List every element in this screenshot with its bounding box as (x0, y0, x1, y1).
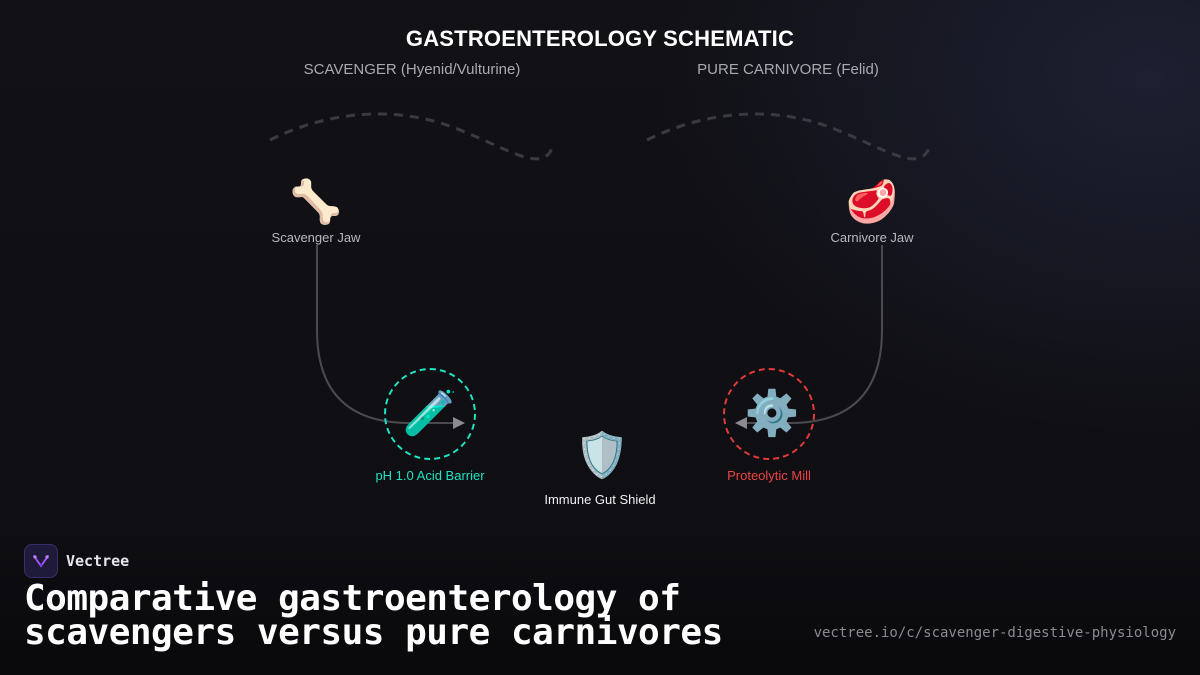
meat-icon: 🥩 (845, 177, 899, 226)
proteolytic-mill-label: Proteolytic Mill (727, 468, 811, 483)
left-wavy-dashed-path (269, 112, 555, 161)
bone-icon: 🦴 (289, 177, 343, 226)
test-tube-icon: 🧪 (402, 388, 458, 439)
bottom-shade (0, 525, 1200, 675)
immune-shield-label: Immune Gut Shield (544, 492, 656, 507)
acid-barrier-ring (384, 368, 476, 460)
proteolytic-mill-ring (723, 368, 815, 460)
diagram-title: GASTROENTEROLOGY SCHEMATIC (405, 26, 795, 51)
carnivore-column-label: PURE CARNIVORE (Felid) (697, 61, 879, 78)
scavenger-jaw-label: Scavenger Jaw (271, 230, 361, 245)
right-wavy-dashed-path (646, 112, 932, 161)
scavenger-column-label: SCAVENGER (Hyenid/Vulturine) (303, 61, 521, 78)
acid-barrier-label: pH 1.0 Acid Barrier (375, 468, 485, 483)
headline-line-1: Comparative gastroenterology of (24, 578, 681, 619)
gear-icon: ⚙️ (744, 388, 800, 439)
vectree-logo-icon (24, 544, 58, 578)
headline-line-2: scavengers versus pure carnivores (24, 612, 723, 653)
brand-name: Vectree (66, 552, 130, 570)
scavenger-jaw-node: 🦴 Scavenger Jaw (271, 177, 361, 246)
carnivore-jaw-label: Carnivore Jaw (830, 230, 914, 245)
headline: Comparative gastroenterology of scavenge… (24, 578, 723, 653)
source-url: vectree.io/c/scavenger-digestive-physiol… (813, 625, 1176, 641)
carnivore-jaw-node: 🥩 Carnivore Jaw (830, 177, 914, 246)
brand: Vectree (24, 544, 129, 578)
shield-icon: 🛡️ (574, 430, 630, 481)
